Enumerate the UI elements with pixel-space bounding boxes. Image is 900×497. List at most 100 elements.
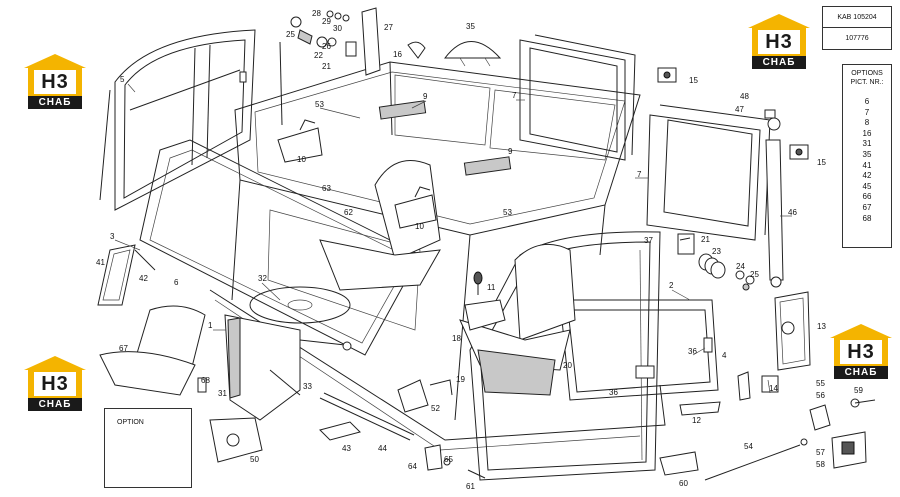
- callout-label: 1: [208, 321, 213, 330]
- callout-label: 23: [712, 247, 721, 256]
- callout-label: 16: [393, 50, 402, 59]
- callout-label: 63: [322, 184, 331, 193]
- option-item: 42: [862, 171, 872, 181]
- callout-label: 36: [688, 347, 697, 356]
- callout-label: 37: [644, 236, 653, 245]
- callout-label: 10: [415, 222, 424, 231]
- option-item: 31: [862, 139, 872, 149]
- callout-label: 65: [444, 455, 453, 464]
- options-list: 6 7 8 16 31 35 41 42 45 66 67 68: [843, 97, 891, 224]
- callout-label: 36: [609, 388, 618, 397]
- callout-label: 21: [322, 62, 331, 71]
- callout-label: 4: [722, 351, 727, 360]
- callout-label: 2: [669, 281, 674, 290]
- armrest-joystick: [464, 271, 506, 331]
- callout-label: 54: [744, 442, 753, 451]
- option-box-label: OPTION: [117, 419, 144, 426]
- option-item: 35: [862, 149, 872, 159]
- callout-label: 21: [701, 235, 710, 244]
- callout-label: 18: [452, 334, 461, 343]
- latch-hardware: [677, 233, 755, 291]
- callout-label: 57: [816, 448, 825, 457]
- callout-label: 27: [384, 23, 393, 32]
- h3-snab-logo: H3 СНАБ: [748, 14, 810, 70]
- callout-label: 50: [250, 455, 259, 464]
- logo-mark: H3: [34, 70, 76, 94]
- callout-label: 41: [96, 258, 105, 267]
- callout-label: 44: [378, 444, 387, 453]
- logo-sub: СНАБ: [28, 96, 82, 109]
- callout-label: 11: [487, 283, 496, 292]
- window-panes: [519, 34, 771, 241]
- logo-sub: СНАБ: [752, 56, 806, 69]
- callout-label: 67: [119, 344, 128, 353]
- callout-label: 53: [315, 100, 324, 109]
- callout-label: 62: [344, 208, 353, 217]
- logo-sub: СНАБ: [834, 366, 888, 379]
- gas-strut: [764, 109, 784, 288]
- options-header: OPTIONS: [851, 70, 883, 77]
- callout-label: 9: [423, 92, 428, 101]
- callout-label: 29: [322, 17, 331, 26]
- h3-snab-logo: H3 СНАБ: [24, 356, 86, 412]
- callout-label: 64: [408, 462, 417, 471]
- dome-light: [443, 41, 502, 67]
- sun-visors: [277, 119, 437, 229]
- callout-label: 43: [342, 444, 351, 453]
- callout-label: 25: [286, 30, 295, 39]
- hinges: [657, 67, 809, 160]
- leader-lines: [114, 83, 792, 394]
- small-hardware-top: [290, 7, 426, 76]
- callout-label: 19: [456, 375, 465, 384]
- callout-label: 30: [333, 24, 342, 33]
- callout-label: 53: [503, 208, 512, 217]
- callout-label: 22: [314, 51, 323, 60]
- drawing-code: KAB 105204: [822, 6, 892, 28]
- callout-label: 15: [817, 158, 826, 167]
- option-item: 67: [862, 202, 872, 212]
- option-item: 6: [864, 97, 870, 106]
- option-box: OPTION: [104, 408, 192, 488]
- callout-label: 46: [788, 208, 797, 217]
- option-item: 68: [862, 213, 872, 223]
- interior-lights: [378, 100, 512, 176]
- callout-label: 7: [637, 170, 642, 179]
- callout-label: 13: [817, 322, 826, 331]
- callout-label: 24: [736, 262, 745, 271]
- callout-label: 33: [303, 382, 312, 391]
- callout-label: 47: [735, 105, 744, 114]
- callout-label: 48: [740, 92, 749, 101]
- options-table: OPTIONS PICT. NR.: 6 7 8 16 31 35 41 42 …: [842, 64, 892, 248]
- option-item: 45: [862, 181, 872, 191]
- callout-label: 12: [692, 416, 701, 425]
- callout-label: 31: [218, 389, 227, 398]
- callout-label: 52: [431, 404, 440, 413]
- steering-column: [224, 286, 352, 421]
- h3-snab-logo: H3 СНАБ: [830, 324, 892, 380]
- logo-mark: H3: [840, 340, 882, 364]
- callout-label: 58: [816, 460, 825, 469]
- options-subheader: PICT. NR.:: [850, 79, 884, 86]
- callout-label: 20: [563, 361, 572, 370]
- callout-label: 7: [512, 91, 517, 100]
- callout-label: 61: [466, 482, 475, 491]
- callout-label: 28: [312, 9, 321, 18]
- callout-labels: 28 29 30 27 25 26 22 21 16 35 7 15 5 53 …: [96, 9, 871, 491]
- option-item: 7: [864, 107, 870, 117]
- callout-label: 9: [508, 147, 513, 156]
- callout-label: 68: [201, 376, 210, 385]
- callout-label: 60: [679, 479, 688, 488]
- option-item: 66: [862, 192, 872, 202]
- callout-label: 10: [297, 155, 306, 164]
- callout-label: 3: [110, 232, 115, 241]
- callout-label: 14: [769, 384, 778, 393]
- logo-sub: СНАБ: [28, 398, 82, 411]
- callout-label: 42: [139, 274, 148, 283]
- option-item: 41: [862, 160, 872, 170]
- seats: [99, 160, 576, 396]
- drawing-number: 107776: [822, 28, 892, 50]
- callout-label: 26: [322, 42, 331, 51]
- logo-mark: H3: [758, 30, 800, 54]
- callout-label: 6: [174, 278, 179, 287]
